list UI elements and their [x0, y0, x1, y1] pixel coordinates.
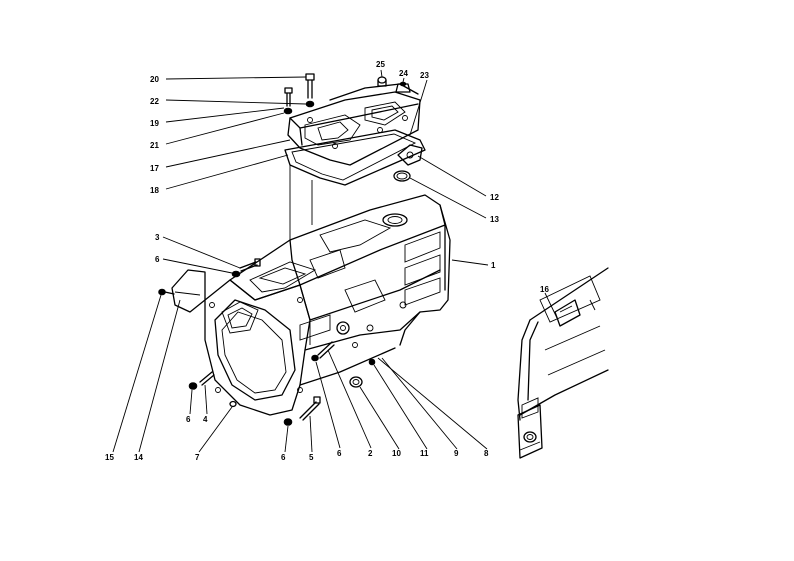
callout-9: 9: [454, 449, 459, 458]
callout-14: 14: [134, 453, 143, 462]
callout-19: 19: [150, 119, 159, 128]
callout-24: 24: [399, 69, 408, 78]
callout-4: 4: [203, 415, 208, 424]
plug-25: [377, 76, 387, 87]
callout-6-center: 6: [337, 449, 342, 458]
callout-6-left: 6: [186, 415, 191, 424]
washer-21: [283, 107, 293, 115]
callout-labels: 20 22 19 21 17 18 25 24 23 12 13 1 3 6 1…: [105, 60, 549, 462]
callout-23: 23: [420, 71, 429, 80]
callout-1: 1: [491, 261, 496, 270]
callout-12: 12: [490, 193, 499, 202]
callout-15: 15: [105, 453, 114, 462]
callout-25: 25: [376, 60, 385, 69]
stud-4: [199, 371, 215, 386]
callout-2: 2: [368, 449, 373, 458]
nut-6-bottom: [283, 418, 293, 426]
washer-6-top: [231, 270, 241, 278]
callout-22: 22: [150, 97, 159, 106]
bolt-3: [239, 258, 261, 272]
callout-11: 11: [420, 449, 429, 458]
washer-11: [368, 358, 376, 366]
transmission-housing-1: [204, 194, 451, 416]
callout-8: 8: [484, 449, 489, 458]
washer-22: [305, 100, 315, 108]
bolt-20: [305, 73, 315, 99]
callout-21: 21: [150, 141, 159, 150]
callout-5: 5: [309, 453, 314, 462]
callout-13: 13: [490, 215, 499, 224]
gasket-18: [284, 129, 426, 186]
cover-plate-14: [171, 269, 206, 313]
bolt-5: [299, 396, 321, 421]
callout-16: 16: [540, 285, 549, 294]
callout-20: 20: [150, 75, 159, 84]
bolt-15: [158, 288, 175, 296]
callout-17: 17: [150, 164, 159, 173]
bolt-2-assembly: [311, 341, 335, 362]
nut-6-left: [188, 382, 198, 390]
breather-24: [395, 81, 411, 93]
o-ring-13: [393, 170, 411, 182]
callout-6-top: 6: [155, 255, 160, 264]
bracket-16-assembly: [517, 267, 609, 459]
dowel-7: [229, 400, 237, 408]
callout-6-bottom: 6: [281, 453, 286, 462]
callout-10: 10: [392, 449, 401, 458]
callout-7: 7: [195, 453, 200, 462]
callout-3: 3: [155, 233, 160, 242]
drain-plug-10: [349, 376, 363, 388]
leader-lines: [112, 69, 558, 453]
cap-12: [397, 144, 423, 166]
callout-18: 18: [150, 186, 159, 195]
